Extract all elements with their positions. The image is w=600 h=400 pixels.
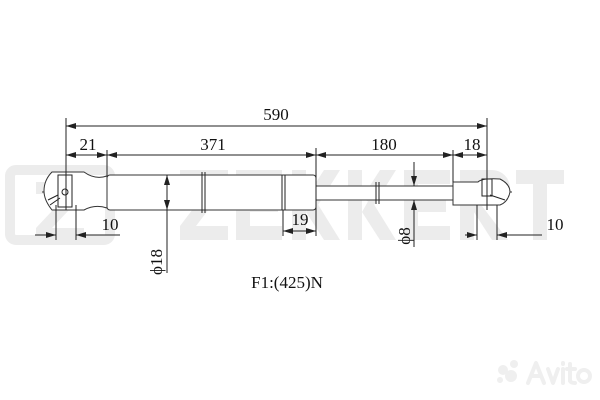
dim-left-eye: 21 — [80, 135, 97, 154]
dim-body: 371 — [200, 135, 226, 154]
dimension-lines — [35, 123, 542, 273]
left-eye-fitting — [43, 171, 108, 211]
force-label: F1:(425)N — [251, 273, 323, 292]
dim-rod: 180 — [371, 135, 397, 154]
watermark-letter — [348, 170, 362, 240]
watermark-letter — [470, 206, 508, 240]
dim-right-eye: 18 — [464, 135, 481, 154]
dim-overall: 590 — [263, 105, 289, 124]
watermark-letter — [516, 170, 564, 240]
dim-right-eye-width: 10 — [547, 215, 564, 234]
avito-watermark — [497, 360, 592, 385]
piston-rod — [315, 185, 454, 201]
dim-body-diameter: ϕ18 — [147, 249, 166, 275]
dim-left-eye-width: 10 — [102, 215, 119, 234]
dim-ring-offset: 19 — [292, 210, 309, 229]
watermark-letter — [362, 198, 396, 240]
dim-rod-diameter: ϕ8 — [395, 227, 414, 244]
